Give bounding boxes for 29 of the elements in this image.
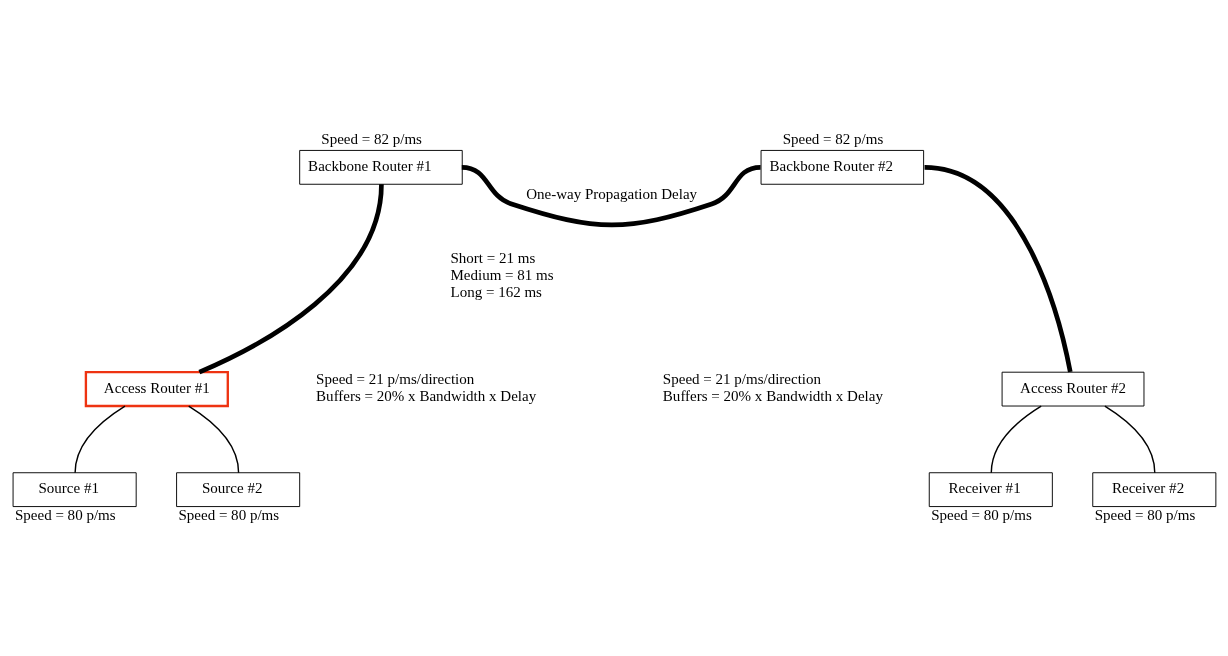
label: Short = 21 ms (450, 249, 536, 266)
label: Buffers = 20% x Bandwidth x Delay (316, 387, 537, 404)
label: Speed = 21 p/ms/direction (662, 370, 822, 387)
connector (924, 164, 1073, 372)
node-box: Access Router #1 (84, 370, 229, 407)
node-box: Source #2 (176, 471, 301, 507)
node-label: Speed = 80 p/ms (14, 506, 116, 523)
node-box: Access Router #2 (1001, 371, 1145, 406)
connector (198, 183, 384, 374)
node-box: Backbone Router #2 (760, 149, 925, 185)
label: Long = 162 ms (450, 283, 542, 300)
label: Speed = 21 p/ms/direction (316, 370, 475, 387)
edge-label: One-way Propagation Delay (526, 185, 698, 202)
node-label: Speed = 80 p/ms (178, 506, 280, 523)
connector (188, 404, 240, 473)
connector (74, 404, 126, 473)
node-label: Speed = 82 p/ms (782, 130, 884, 147)
label: Medium = 81 ms (450, 266, 554, 283)
connector (1104, 404, 1156, 473)
node-label: Speed = 82 p/ms (321, 130, 422, 147)
label: Buffers = 20% x Bandwidth x Delay (662, 387, 883, 404)
node-box: Source #1 (12, 471, 137, 507)
connector (990, 404, 1042, 473)
node-box: Receiver #2 (1092, 471, 1217, 507)
node-box: Backbone Router #1 (299, 149, 463, 185)
connector (461, 164, 761, 227)
node-label: Speed = 80 p/ms (931, 506, 1032, 523)
node-label: Speed = 80 p/ms (1094, 506, 1196, 523)
node-box: Receiver #1 (928, 471, 1053, 507)
